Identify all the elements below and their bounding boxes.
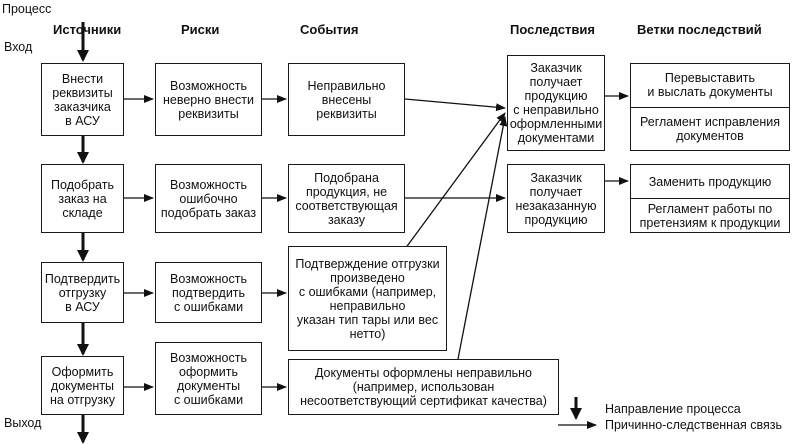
risk-box-1: Возможность неверно внести реквизиты (155, 63, 262, 136)
event-box-3: Подтверждение отгрузки произведено с оши… (288, 246, 447, 351)
branch-2-action: Заменить продукцию (648, 174, 772, 189)
branch-2-regulation: Регламент работы по претензиям к продукц… (631, 198, 789, 232)
source-box-3: Подтвердить отгрузку в АСУ (41, 262, 124, 323)
consequence-box-2: Заказчик получает незаказанную продукцию (507, 164, 605, 233)
event-box-2: Подобрана продукция, не соответствующая … (288, 164, 405, 233)
consequence-box-1: Заказчик получает продукцию с неправильн… (507, 55, 605, 151)
event-box-4: Документы оформлены неправильно (наприме… (288, 359, 559, 415)
branch-box-1: Перевыставить и выслать документы Реглам… (630, 63, 790, 151)
header-risks: Риски (181, 22, 220, 37)
input-label: Вход (4, 40, 33, 54)
event-box-1: Неправильно внесены реквизиты (288, 63, 405, 136)
header-branches: Ветки последствий (637, 22, 762, 37)
source-box-2: Подобрать заказ на складе (41, 164, 124, 233)
header-consequences: Последствия (510, 22, 595, 37)
branch-1-regulation: Регламент исправления документов (631, 106, 789, 151)
risk-box-3: Возможность подтвердить с ошибками (155, 262, 262, 323)
arrow-event4-consequence1 (457, 116, 508, 360)
legend-process-direction-label: Направление процесса (605, 402, 741, 416)
source-box-4: Оформить документы на отгрузку (41, 356, 124, 415)
legend-causal-link-label: Причинно-следственная связь (605, 418, 783, 432)
arrow-event1-consequence1 (404, 98, 506, 112)
output-label: Выход (4, 416, 42, 430)
branch-box-2: Заменить продукцию Регламент работы по п… (630, 164, 790, 233)
arrow-event3-consequence1 (404, 112, 506, 250)
source-box-1: Внести реквизиты заказчика в АСУ (41, 63, 124, 136)
process-label: Процесс (2, 2, 52, 16)
risk-box-2: Возможность ошибочно подобрать заказ (155, 164, 262, 233)
header-sources: Источники (53, 22, 122, 37)
header-events: События (300, 22, 359, 37)
branch-1-action: Перевыставить и выслать документы (647, 71, 773, 100)
risk-box-4: Возможность оформить документы с ошибкам… (155, 342, 262, 415)
